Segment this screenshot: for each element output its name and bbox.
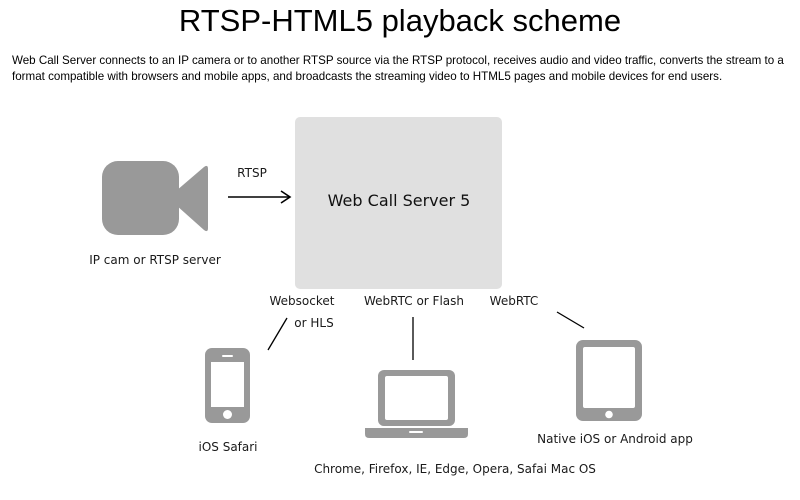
rtsp-arrow (228, 190, 292, 204)
connector-native (556, 311, 585, 329)
server-box (295, 117, 502, 289)
page-description: Web Call Server connects to an IP camera… (12, 54, 784, 83)
laptop-icon (365, 370, 468, 438)
link-label-webrtc: WebRTC (490, 294, 539, 308)
client-label-native-app: Native iOS or Android app (537, 432, 693, 446)
connector-ios (267, 317, 288, 351)
link-label-hls: or HLS (294, 316, 333, 330)
video-camera-icon (102, 161, 208, 235)
client-label-ios-safari: iOS Safari (198, 440, 257, 454)
server-label: Web Call Server 5 (328, 191, 471, 210)
link-label-websocket: Websocket (270, 294, 335, 308)
smartphone-icon (205, 348, 250, 423)
page-title: RTSP-HTML5 playback scheme (178, 3, 622, 38)
client-label-desktop-browsers: Chrome, Firefox, IE, Edge, Opera, Safai … (314, 462, 596, 476)
link-label-webrtc-flash: WebRTC or Flash (364, 294, 464, 308)
tablet-icon (576, 340, 642, 421)
source-label: IP cam or RTSP server (89, 253, 221, 267)
rtsp-label: RTSP (237, 166, 267, 180)
